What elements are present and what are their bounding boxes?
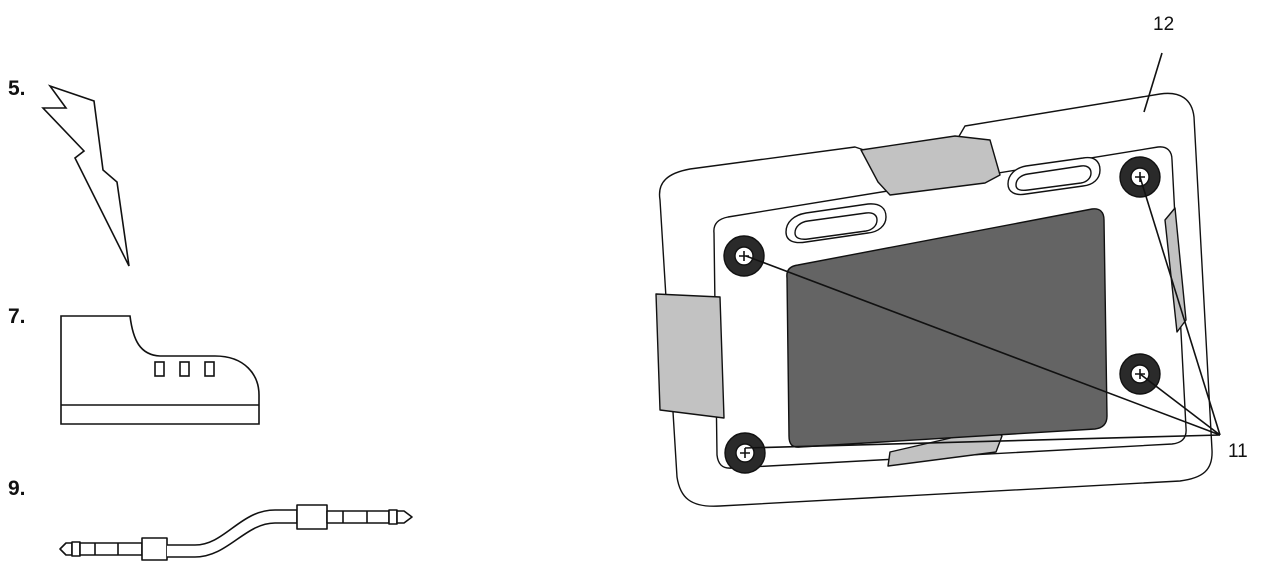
audio-cable-icon [59, 504, 413, 561]
item-number-7: 7. [8, 305, 26, 328]
callout-11: 11 [1228, 441, 1248, 462]
leader-11-d [744, 434, 1221, 449]
leader-12 [1143, 52, 1163, 113]
screw-top-left [723, 235, 765, 277]
screw-bottom-left [724, 432, 766, 474]
leader-11-c [1139, 373, 1221, 436]
leader-11-b [1139, 176, 1221, 436]
callout-12: 12 [1153, 14, 1175, 35]
callout-leaders [744, 52, 1221, 449]
item-number-5: 5. [8, 77, 26, 100]
boot-icon [60, 315, 260, 425]
lightning-bolt-icon [41, 84, 130, 267]
device-case [655, 92, 1213, 507]
leader-11-a [745, 255, 1221, 436]
item-number-9: 9. [8, 477, 26, 500]
